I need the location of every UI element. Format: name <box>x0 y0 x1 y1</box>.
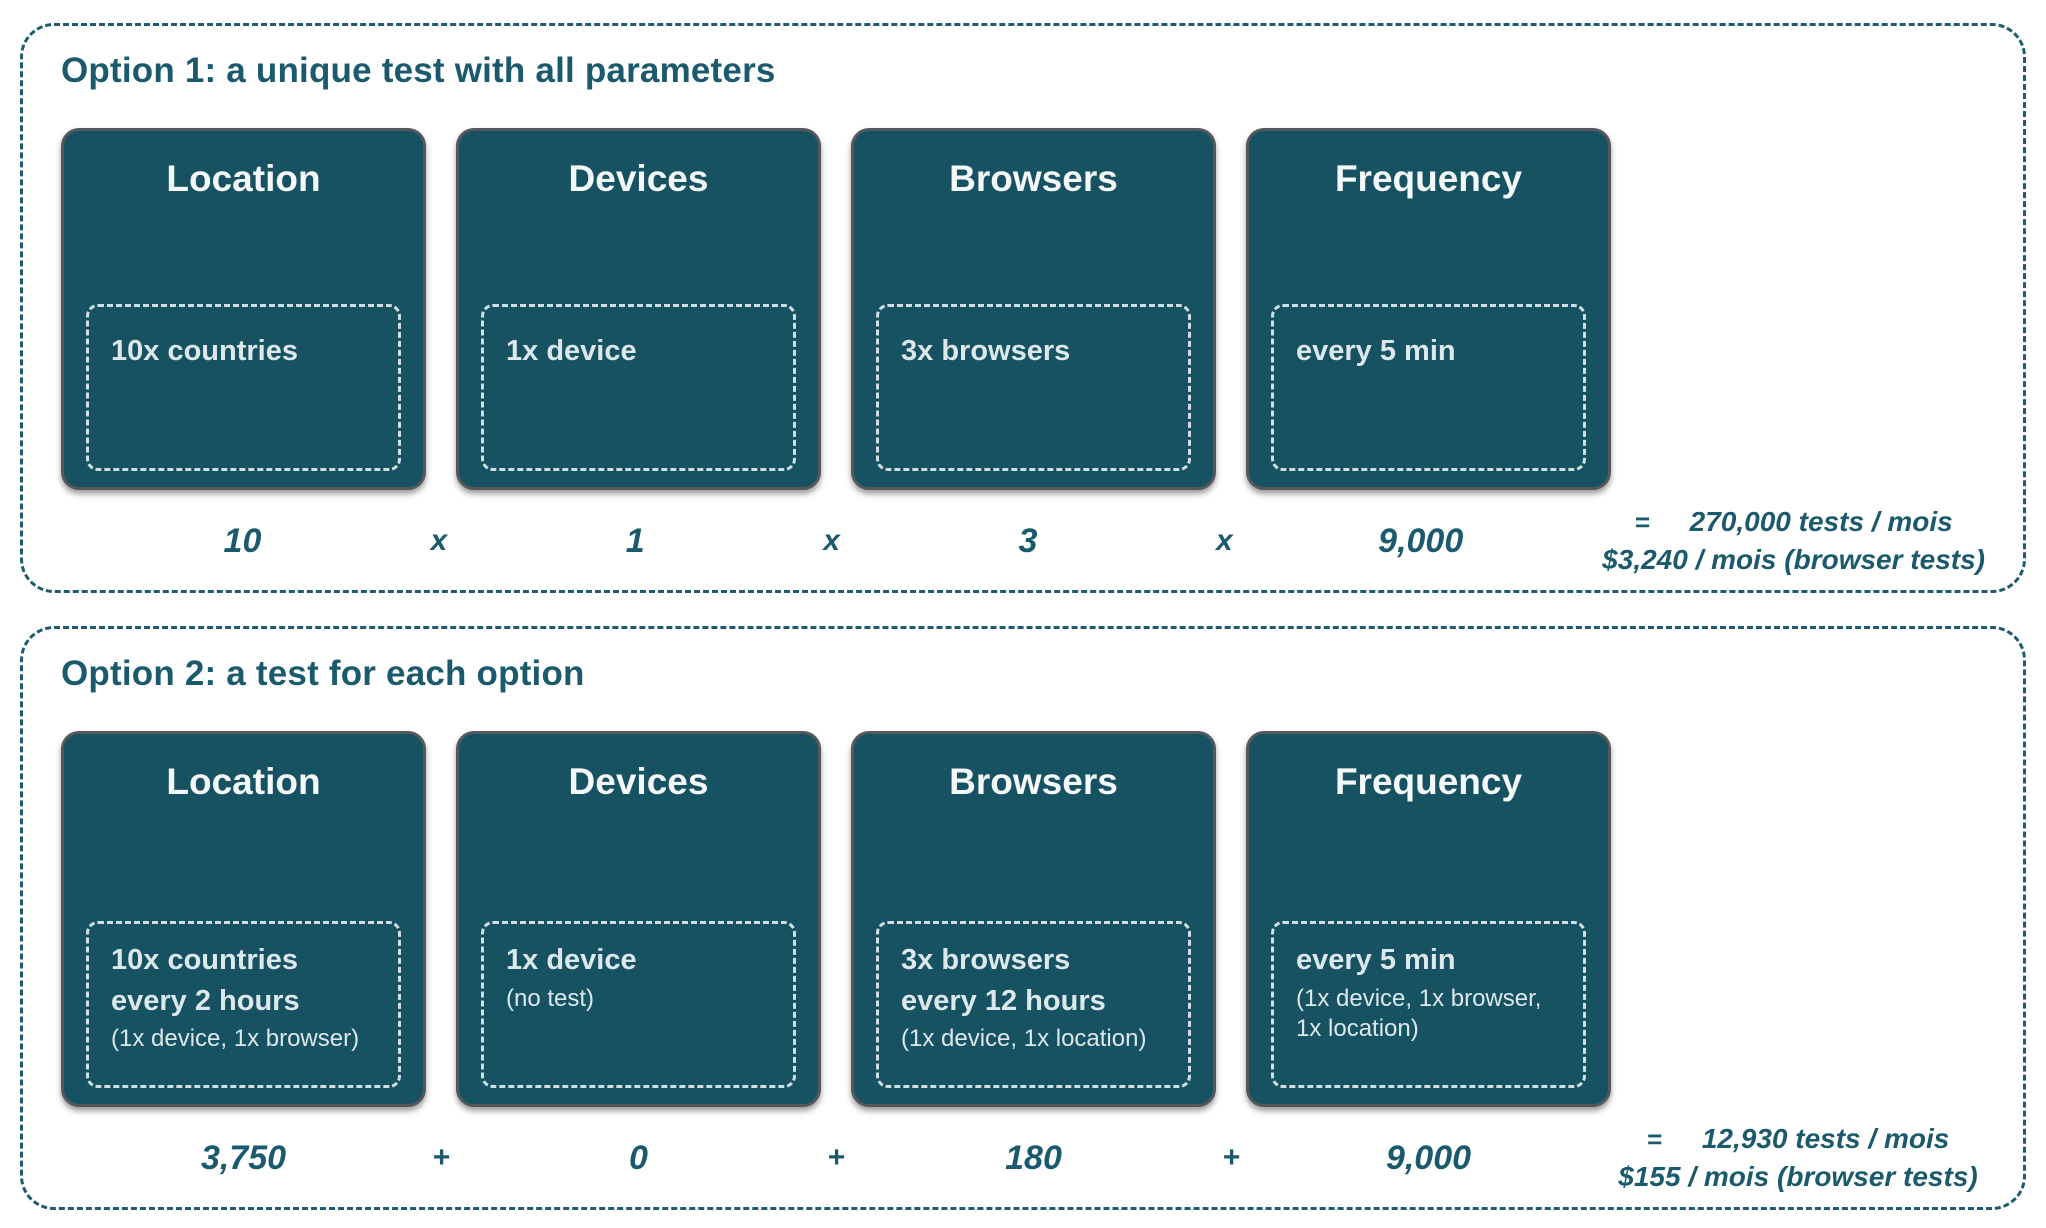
card-title: Frequency <box>1334 158 1523 199</box>
card-browsers: Browsers 3x browsers <box>851 128 1216 490</box>
equals-sign: = <box>1646 1124 1662 1155</box>
param-small-note: (1x device, 1x browser) <box>111 1025 360 1053</box>
card-title: Browsers <box>949 158 1118 199</box>
card-title: Frequency <box>1334 761 1523 802</box>
card-title: Location <box>166 158 321 199</box>
param-line-2: every 2 hours <box>111 984 300 1017</box>
param-box: 3x browsers <box>876 304 1191 471</box>
param-small-note: (1x device, 1x browser, 1x location) <box>1296 984 1542 1042</box>
card-title: Devices <box>568 761 709 802</box>
card-title: Devices <box>568 158 709 199</box>
card-location: Location 10x countries <box>61 128 426 490</box>
card-title: Location <box>166 761 321 802</box>
card-devices: Devices 1x device (no test) <box>456 731 821 1107</box>
param-box: 1x device (no test) <box>481 921 796 1088</box>
value-devices: 1 <box>625 521 645 560</box>
card-frequency: Frequency every 5 min <box>1246 128 1611 490</box>
value-browsers: 180 <box>1005 1138 1062 1177</box>
section-title: Option 1: a unique test with all paramet… <box>61 51 776 90</box>
section-title: Option 2: a test for each option <box>61 654 585 693</box>
value-devices: 0 <box>629 1138 648 1177</box>
result-area: = 12,930 tests / mois $155 / mois (brows… <box>1611 1120 1985 1196</box>
result-price-per-month: $3,240 / mois (browser tests) <box>1602 544 1985 575</box>
calc-row: 10 x 1 x 3 x 9,000 = 270,000 tests / moi… <box>61 494 1985 588</box>
param-line-1: 1x device <box>506 944 637 976</box>
param-line-1: 3x browsers <box>901 944 1071 976</box>
option-2-section: Option 2: a test for each option Locatio… <box>20 626 2026 1210</box>
card-location: Location 10x countries every 2 hours (1x… <box>61 731 426 1107</box>
operator-3: + <box>1222 1141 1240 1174</box>
operator-3: x <box>1215 524 1233 557</box>
param-line-1: every 5 min <box>1296 335 1456 367</box>
value-frequency: 9,000 <box>1385 1138 1472 1177</box>
value-location: 10 <box>223 521 262 560</box>
card-devices: Devices 1x device <box>456 128 821 490</box>
param-small-note: (no test) <box>506 984 595 1012</box>
value-browsers: 3 <box>1018 521 1038 560</box>
result-tests-per-month: 12,930 tests / mois <box>1701 1123 1950 1155</box>
param-small-note: (1x device, 1x location) <box>901 1025 1147 1053</box>
calc-row: 3,750 + 0 + 180 + 9,000 = 12,930 tests /… <box>61 1111 1985 1205</box>
param-line-2: every 12 hours <box>901 984 1106 1017</box>
card-title: Browsers <box>949 761 1118 802</box>
param-box: 1x device <box>481 304 796 471</box>
result-tests-per-month: 270,000 tests / mois <box>1689 506 1953 538</box>
card-frequency: Frequency every 5 min (1x device, 1x bro… <box>1246 731 1611 1107</box>
value-location: 3,750 <box>200 1138 287 1177</box>
param-line-1: 1x device <box>506 335 637 367</box>
card-browsers: Browsers 3x browsers every 12 hours (1x … <box>851 731 1216 1107</box>
operator-1: + <box>432 1141 450 1174</box>
param-box: 3x browsers every 12 hours (1x device, 1… <box>876 921 1191 1088</box>
param-box: every 5 min (1x device, 1x browser, 1x l… <box>1271 921 1586 1088</box>
cards-row: Location 10x countries Devices 1x device… <box>61 128 1985 490</box>
operator-2: + <box>827 1141 845 1174</box>
result-area: = 270,000 tests / mois $3,240 / mois (br… <box>1602 503 1985 579</box>
result-top-row: = 12,930 tests / mois <box>1647 1120 1950 1158</box>
result-price-per-month: $155 / mois (browser tests) <box>1618 1161 1978 1192</box>
param-line-1: every 5 min <box>1296 944 1456 976</box>
operator-2: x <box>823 524 840 557</box>
value-frequency: 9,000 <box>1378 521 1464 560</box>
operator-1: x <box>430 524 448 557</box>
param-box: 10x countries <box>86 304 401 471</box>
cards-row: Location 10x countries every 2 hours (1x… <box>61 731 1985 1107</box>
param-box: 10x countries every 2 hours (1x device, … <box>86 921 401 1088</box>
param-line-1: 3x browsers <box>901 335 1071 367</box>
param-line-1: 10x countries <box>111 335 298 367</box>
equals-sign: = <box>1634 507 1650 538</box>
param-box: every 5 min <box>1271 304 1586 471</box>
param-line-1: 10x countries <box>111 944 298 976</box>
option-1-section: Option 1: a unique test with all paramet… <box>20 23 2026 593</box>
result-top-row: = 270,000 tests / mois <box>1634 503 1952 541</box>
